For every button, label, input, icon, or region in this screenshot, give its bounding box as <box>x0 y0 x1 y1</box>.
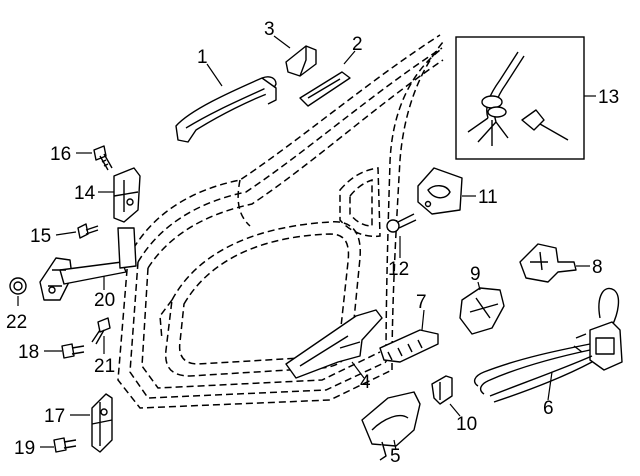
callout-5: 5 <box>390 446 401 467</box>
bolt-15 <box>77 223 99 239</box>
door-latch-assembly <box>473 287 623 403</box>
callout-4: 4 <box>360 372 371 393</box>
lock-actuator <box>519 243 577 283</box>
callout-16: 16 <box>50 144 71 165</box>
bolt-19 <box>53 437 77 453</box>
callout-18: 18 <box>18 342 39 363</box>
callout-20: 20 <box>94 290 115 311</box>
striker-bolt <box>386 213 417 233</box>
door-striker <box>417 167 463 215</box>
callout-leaders <box>17 35 596 451</box>
outside-door-handle <box>175 76 277 143</box>
callout-1: 1 <box>197 47 208 68</box>
callout-labels: 1 2 3 4 5 6 7 8 9 10 11 12 13 14 15 16 1… <box>6 19 619 467</box>
callout-8: 8 <box>592 257 603 278</box>
grommet <box>9 277 27 295</box>
bolt-16 <box>93 145 113 171</box>
callout-14: 14 <box>74 183 96 204</box>
callout-9: 9 <box>470 264 481 285</box>
callout-19: 19 <box>14 438 35 459</box>
wiring-inset <box>455 36 585 160</box>
callout-17: 17 <box>44 406 65 427</box>
latch-bracket <box>459 287 505 335</box>
door-frame-outline <box>117 34 444 409</box>
lock-clip <box>431 375 453 405</box>
callout-21: 21 <box>94 356 115 377</box>
key-cylinder-cap <box>285 45 317 77</box>
upper-hinge-body <box>113 167 141 223</box>
inside-handle-housing <box>361 391 421 461</box>
callout-15: 15 <box>30 226 51 247</box>
door-check <box>39 227 137 301</box>
callout-12: 12 <box>388 259 409 280</box>
lower-hinge-body <box>91 393 113 453</box>
callout-7: 7 <box>416 292 427 313</box>
inside-door-handle <box>285 309 383 379</box>
callout-2: 2 <box>352 34 363 55</box>
handle-cover <box>299 71 351 107</box>
callout-22: 22 <box>6 312 27 333</box>
callout-13: 13 <box>598 87 619 108</box>
bolt-18 <box>61 343 85 359</box>
callout-10: 10 <box>456 414 477 435</box>
inside-handle-bracket <box>379 329 439 363</box>
bolt-21 <box>91 317 111 345</box>
callout-3: 3 <box>264 19 275 40</box>
callout-11: 11 <box>478 187 498 208</box>
callout-6: 6 <box>543 398 554 419</box>
